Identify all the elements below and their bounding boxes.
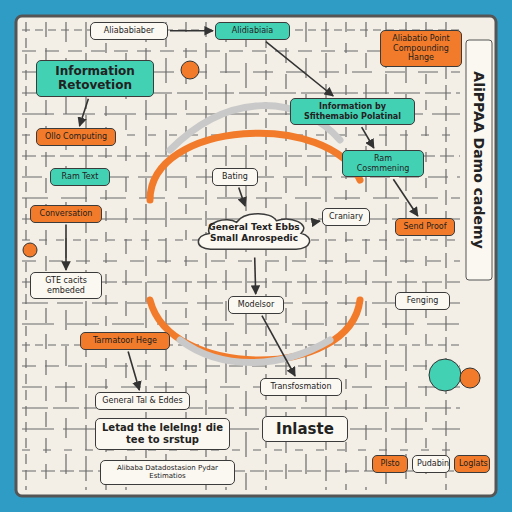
- node-text: Alidiabiaia: [220, 26, 285, 36]
- node-text: Inlaste: [267, 420, 343, 438]
- footer-box: Pudabin: [412, 455, 450, 473]
- node-text: Ollo Computing: [41, 132, 111, 142]
- node-text: General Tal & Eddes: [100, 396, 185, 406]
- swirl-arrows: [150, 106, 360, 363]
- eddes-box: General Tal & Eddes: [95, 392, 190, 410]
- connector: [393, 179, 417, 216]
- conversation-box: Conversation: [30, 205, 102, 223]
- top-box: Aliababiaber: [90, 22, 168, 40]
- node-text: Ram Text: [55, 172, 105, 182]
- connector: [254, 258, 257, 294]
- connector: [80, 99, 89, 126]
- node-text: Pudabin: [417, 459, 445, 469]
- proof-box: Send Proof: [395, 218, 455, 236]
- compound-box: Aliabatio Point Compounding Hange: [380, 30, 462, 67]
- node-text: Modelsor: [233, 300, 279, 310]
- hedge-box: Tarmatoor Hege: [80, 332, 170, 350]
- small-box: Fenging: [395, 292, 450, 310]
- node-text: Plsto: [377, 459, 403, 469]
- teal-disc: [429, 359, 461, 391]
- info-band: Information by Sfithemabio Polatinal: [290, 98, 415, 125]
- node-text: Aliabatio Point Compounding Hange: [385, 34, 457, 63]
- node-text: Ram Cosmmening: [347, 154, 419, 173]
- commenting-box: Ram Cosmmening: [342, 150, 424, 177]
- node-text: General Text Ebbs Small Anrospedic: [206, 222, 302, 244]
- node-text: Information by Sfithemabio Polatinal: [295, 102, 410, 121]
- maze-lines: [22, 22, 460, 490]
- connector: [318, 220, 320, 222]
- connector: [362, 127, 374, 148]
- connector: [239, 188, 245, 206]
- node-text: Craniary: [327, 212, 365, 222]
- node-text: Fenging: [400, 296, 445, 306]
- embed-box: GTE cacits embeded: [30, 272, 102, 299]
- node-text: Aliababiaber: [95, 26, 163, 36]
- connector: [65, 225, 67, 270]
- inlaste-box: Inlaste: [262, 416, 348, 442]
- top-box: Alidiabiaia: [215, 22, 290, 40]
- node-text: Bating: [217, 172, 253, 182]
- orange-dot: [23, 243, 37, 257]
- node-text: Transfosmation: [265, 382, 337, 392]
- vertical-label: AliPPAA Damo cademy: [471, 71, 487, 248]
- footer-box: Plsto: [372, 455, 408, 473]
- title-box: Information Retovetion: [36, 60, 154, 97]
- node-text: Loglats: [459, 459, 485, 469]
- orange-disc: [460, 368, 480, 388]
- transform-box: Transfosmation: [260, 378, 342, 396]
- compute-box: Ollo Computing: [36, 128, 116, 146]
- node-text: Letad the lelelng! die tee to srstup: [100, 422, 225, 446]
- estimation-box: Alibaba Datadostasion Pydar Estimatios: [100, 460, 235, 485]
- text-box: Ram Text: [50, 168, 110, 186]
- node-text: Conversation: [35, 209, 97, 219]
- node-text: Alibaba Datadostasion Pydar Estimatios: [105, 464, 230, 481]
- connector: [262, 316, 295, 376]
- node-text: GTE cacits embeded: [35, 276, 97, 295]
- cloud-icon: [181, 61, 199, 79]
- small-box: Bating: [212, 168, 258, 186]
- small-box: Craniary: [322, 208, 370, 226]
- setup-box: Letad the lelelng! die tee to srstup: [95, 418, 230, 450]
- side-band: [466, 40, 492, 280]
- node-text: Information Retovetion: [41, 64, 149, 93]
- footer-box: Loglats: [454, 455, 490, 473]
- node-text: Tarmatoor Hege: [85, 336, 165, 346]
- panel: [16, 16, 496, 496]
- node-text: Send Proof: [400, 222, 450, 232]
- connector: [170, 30, 213, 32]
- connector: [266, 42, 333, 96]
- central-cloud: General Text Ebbs Small Anrospedic: [192, 208, 316, 256]
- model-box: Modelsor: [228, 296, 284, 314]
- connector: [128, 352, 139, 390]
